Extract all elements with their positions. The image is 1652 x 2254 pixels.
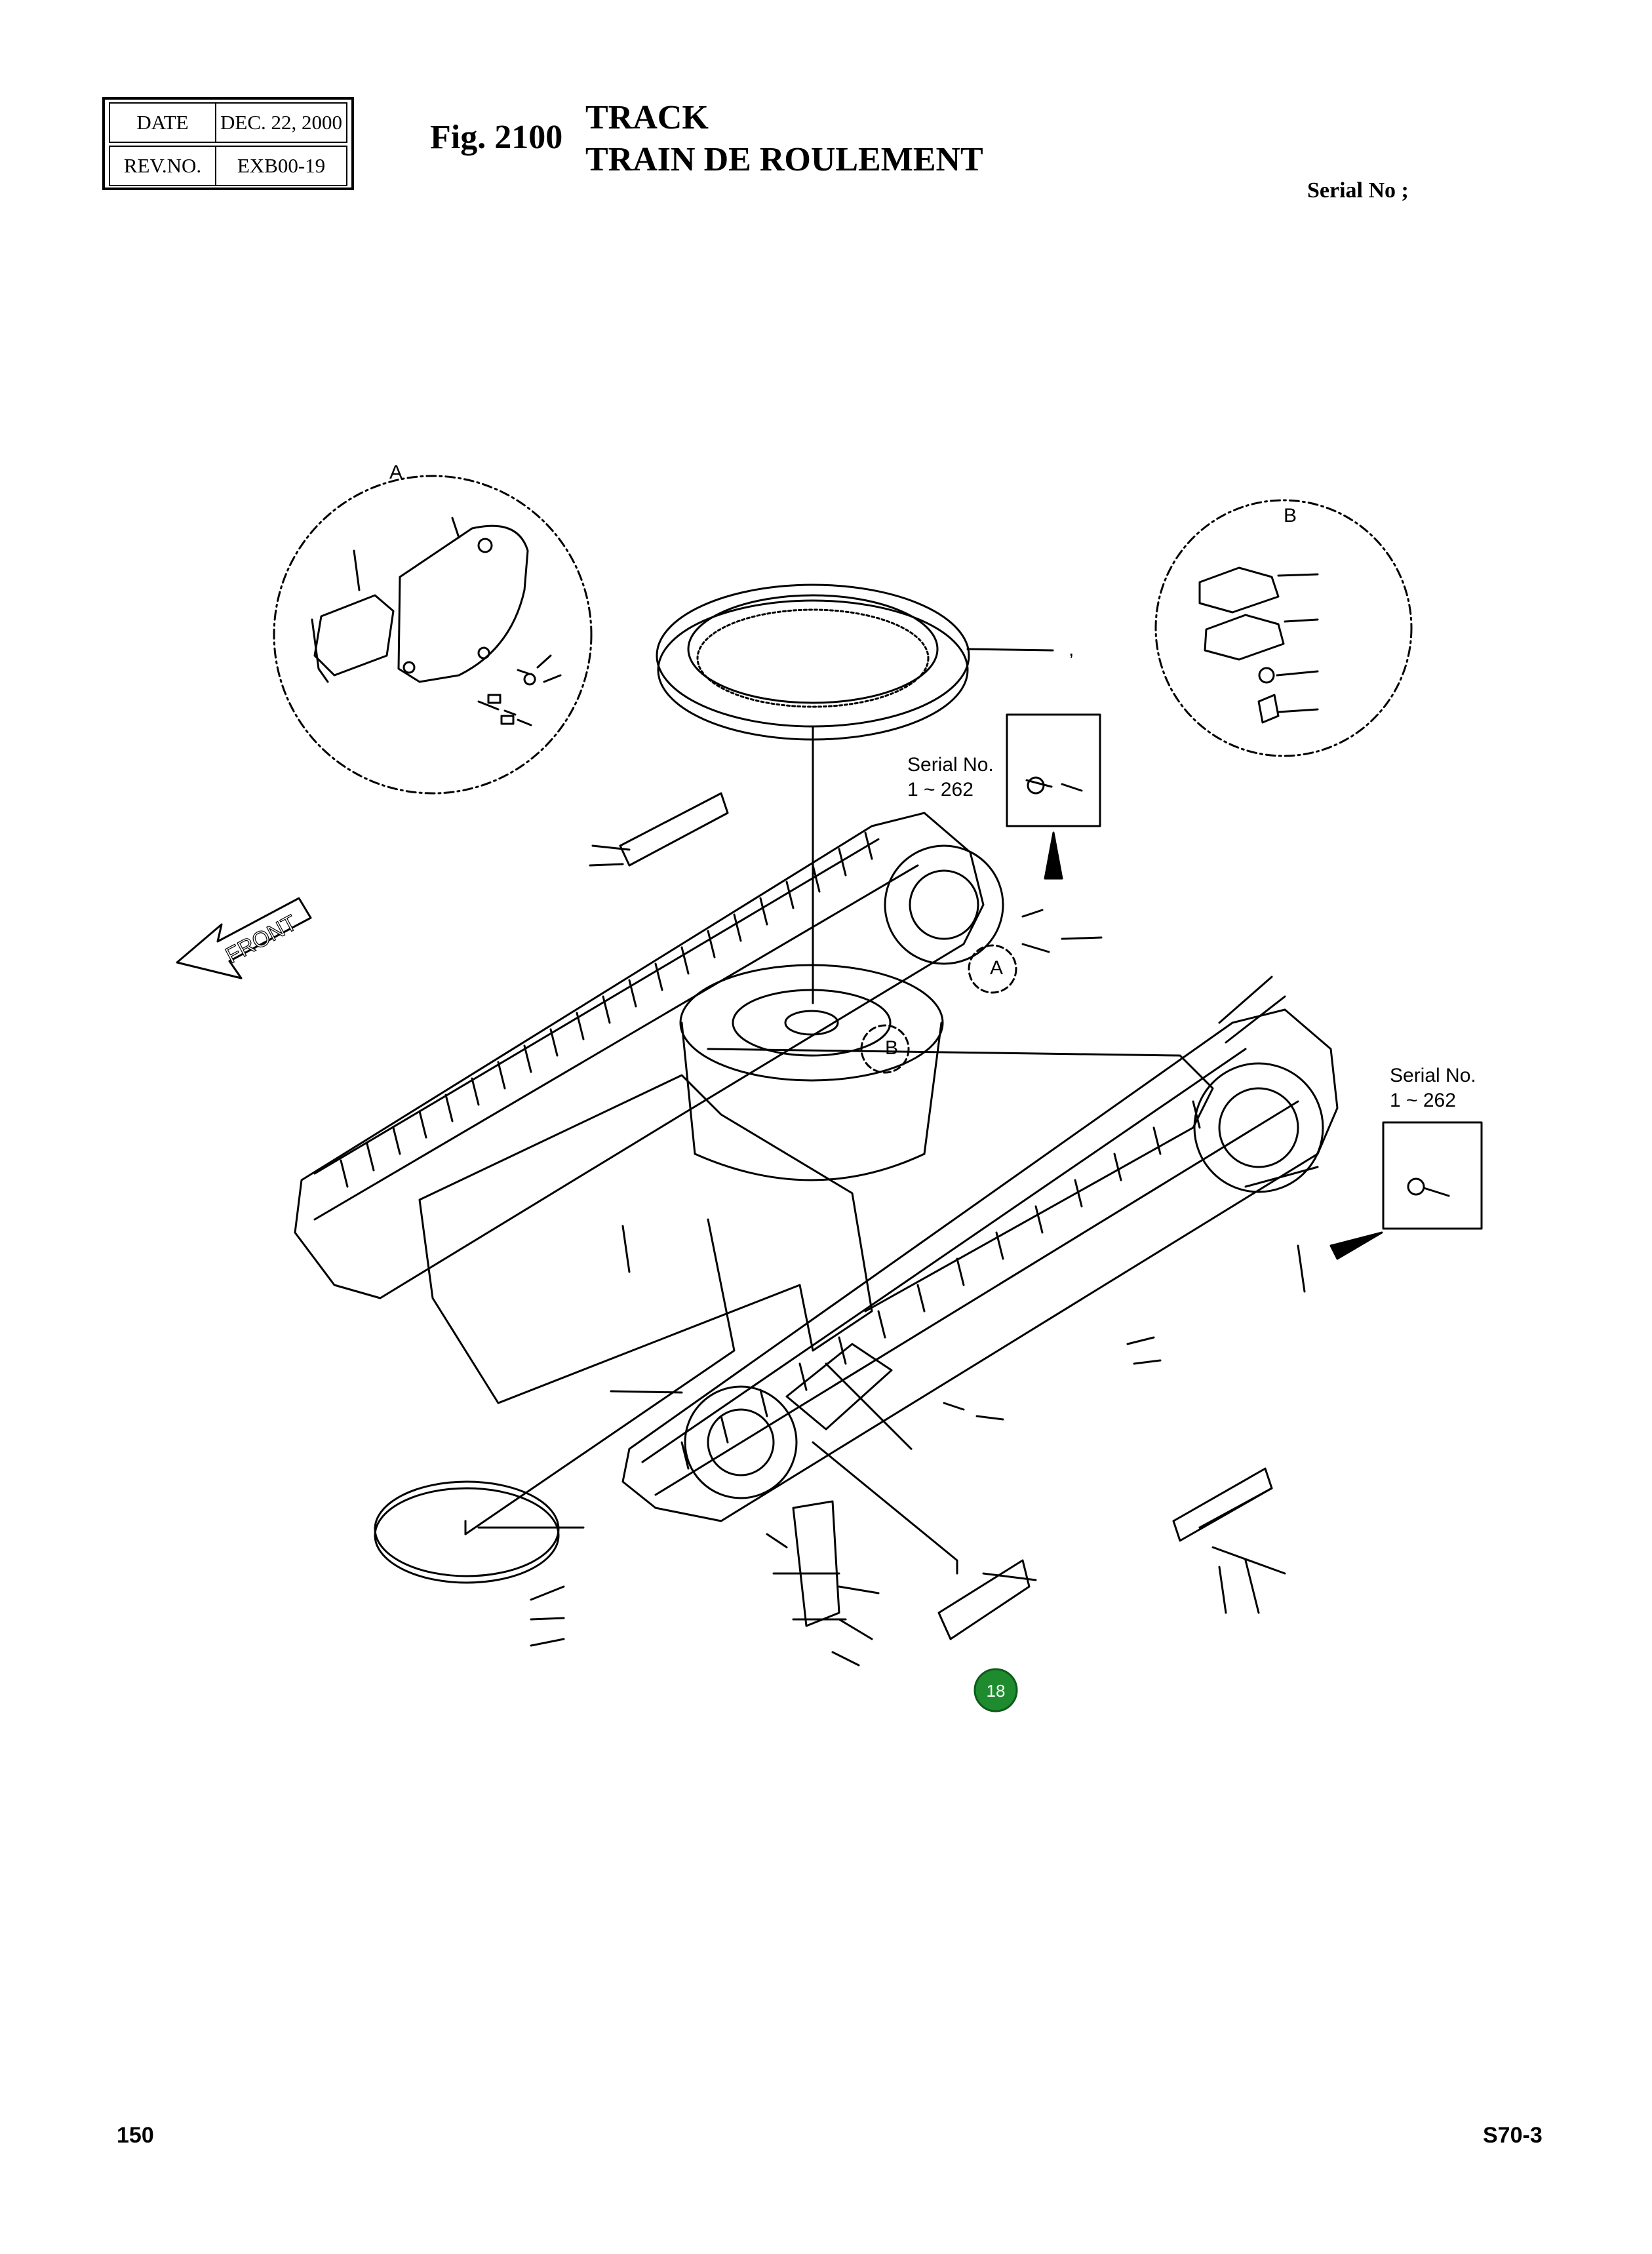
serial-note-2-line1: Serial No. xyxy=(1390,1065,1476,1086)
figure-number: Fig. 2100 xyxy=(430,119,563,156)
undercarriage-frame xyxy=(418,964,1214,1499)
serial-box-1 xyxy=(1006,713,1101,880)
serial-heading: Serial No ; xyxy=(1307,178,1409,203)
date-label: DATE xyxy=(110,104,216,142)
tension-bracket-right xyxy=(1172,1467,1273,1542)
callout-a-label: A xyxy=(990,957,1003,979)
model-code: S70-3 xyxy=(1483,2123,1543,2148)
highlight-badge[interactable]: 18 xyxy=(974,1668,1018,1712)
serial-note-2-line2: 1 ~ 262 xyxy=(1390,1090,1456,1111)
page-title-en: TRACK xyxy=(585,99,709,136)
track-guard xyxy=(937,1559,1031,1640)
highlight-badge-number: 18 xyxy=(987,1681,1006,1701)
serial-note-1-line2: 1 ~ 262 xyxy=(907,779,974,801)
right-track xyxy=(621,844,1339,1522)
serial-box-2 xyxy=(1329,1121,1483,1260)
swing-ring xyxy=(656,583,1054,1004)
serial-note-1-line1: Serial No. xyxy=(907,754,994,776)
cover-plate xyxy=(374,1480,560,1584)
detail-a-view xyxy=(273,475,593,795)
detail-b-view xyxy=(1154,499,1413,757)
rev-row: REV.NO. EXB00-19 xyxy=(109,146,347,186)
detail-b-label: B xyxy=(1284,505,1297,526)
page-title-fr: TRAIN DE ROULEMENT xyxy=(585,141,983,178)
ring-callout-mark: , xyxy=(1069,639,1074,660)
front-arrow xyxy=(176,897,312,979)
date-row: DATE DEC. 22, 2000 xyxy=(109,102,347,143)
callout-b-label: B xyxy=(885,1037,898,1059)
page-number: 150 xyxy=(117,2123,154,2148)
rev-value: EXB00-19 xyxy=(237,154,326,177)
tension-bracket-left xyxy=(589,792,729,867)
left-track xyxy=(294,812,985,1299)
date-value: DEC. 22, 2000 xyxy=(220,111,342,134)
rev-label: REV.NO. xyxy=(110,147,216,185)
center-swivel-joint xyxy=(772,1500,847,1627)
revision-table: DATE DEC. 22, 2000 REV.NO. EXB00-19 xyxy=(102,97,354,190)
detail-a-label: A xyxy=(389,462,403,483)
leader-lines xyxy=(464,844,1319,1667)
